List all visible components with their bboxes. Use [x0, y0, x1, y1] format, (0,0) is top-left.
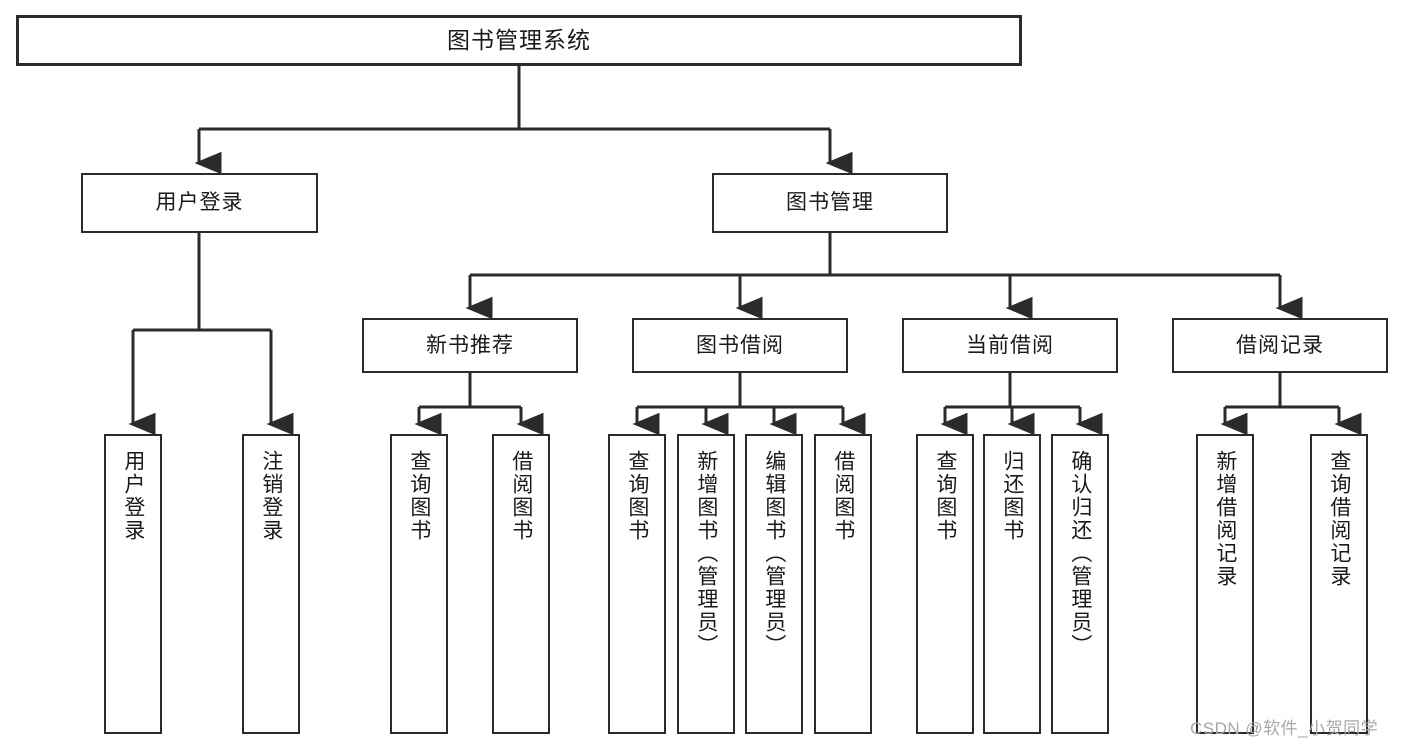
node-label: 新增借阅记录 [1213, 450, 1237, 588]
node-label: 借阅图书 [509, 450, 533, 542]
node-label: 查询借阅记录 [1327, 450, 1351, 588]
node-label: 用户登录 [155, 191, 244, 215]
node-current-borrow[interactable]: 当前借阅 [902, 318, 1118, 373]
node-new-book-recommend[interactable]: 新书推荐 [362, 318, 578, 373]
node-label: 图书管理 [786, 191, 874, 215]
leaf-logout-login[interactable]: 注销登录 [242, 434, 300, 734]
node-label: 查询图书 [407, 450, 431, 542]
node-label: 新书推荐 [426, 333, 514, 357]
node-label: 图书借阅 [696, 333, 784, 357]
csdn-watermark: CSDN @软件_小贺同学 [1190, 719, 1379, 738]
leaf-borrow-book[interactable]: 借阅图书 [814, 434, 872, 734]
node-borrow-record[interactable]: 借阅记录 [1172, 318, 1388, 373]
node-label: 当前借阅 [966, 333, 1054, 357]
leaf-query-book-borrow[interactable]: 查询图书 [608, 434, 666, 734]
node-book-borrow[interactable]: 图书借阅 [632, 318, 848, 373]
leaf-borrow-book-recommend[interactable]: 借阅图书 [492, 434, 550, 734]
node-user-login[interactable]: 用户登录 [81, 173, 318, 233]
leaf-confirm-return[interactable]: 确认归还（管理员） [1051, 434, 1109, 734]
node-label: 查询图书 [625, 450, 649, 542]
node-label: 借阅记录 [1236, 333, 1324, 357]
leaf-query-borrow-record[interactable]: 查询借阅记录 [1310, 434, 1368, 734]
node-label: 编辑图书（管理员） [762, 450, 786, 657]
node-label: 确认归还（管理员） [1068, 450, 1092, 657]
leaf-add-borrow-record[interactable]: 新增借阅记录 [1196, 434, 1254, 734]
node-label: 借阅图书 [831, 450, 855, 542]
node-label: 注销登录 [259, 450, 283, 542]
node-label: 用户登录 [121, 450, 145, 542]
leaf-user-login[interactable]: 用户登录 [104, 434, 162, 734]
leaf-query-book-recommend[interactable]: 查询图书 [390, 434, 448, 734]
node-label: 归还图书 [1000, 450, 1024, 542]
leaf-return-book[interactable]: 归还图书 [983, 434, 1041, 734]
leaf-edit-book[interactable]: 编辑图书（管理员） [745, 434, 803, 734]
leaf-query-book-current[interactable]: 查询图书 [916, 434, 974, 734]
node-label: 新增图书（管理员） [694, 450, 718, 657]
node-book-manage[interactable]: 图书管理 [712, 173, 948, 233]
node-label: 图书管理系统 [447, 26, 591, 53]
node-root-system[interactable]: 图书管理系统 [16, 15, 1022, 66]
leaf-add-book[interactable]: 新增图书（管理员） [677, 434, 735, 734]
node-label: 查询图书 [933, 450, 957, 542]
